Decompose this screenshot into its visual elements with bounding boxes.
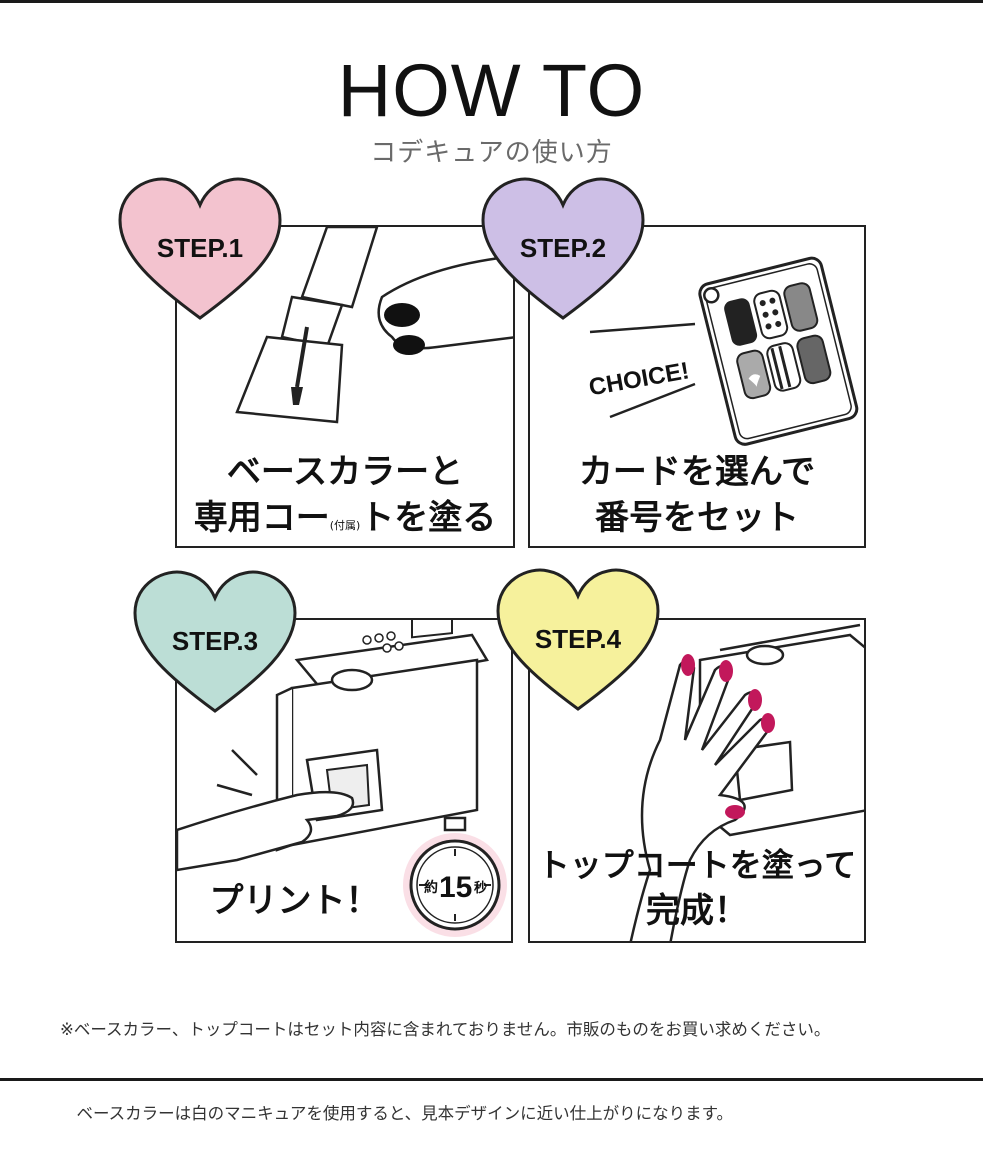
design-card bbox=[698, 256, 859, 446]
nail-4 bbox=[761, 713, 775, 733]
step4-caption: トップコートを塗って 完成！ bbox=[530, 842, 864, 934]
step1-caption-note: (付属) bbox=[329, 519, 361, 532]
step4-panel: トップコートを塗って 完成！ bbox=[528, 618, 866, 943]
step4-caption-line1: トップコートを塗って bbox=[537, 846, 857, 884]
nail-5 bbox=[725, 805, 745, 819]
step1-caption-line2a: 専用コー bbox=[193, 498, 330, 538]
step1-caption-line2b: トを塗る bbox=[360, 498, 497, 538]
step1-caption: ベースカラーと 専用コー(付属)トを塗る bbox=[177, 449, 513, 546]
footnote-line2: ベースカラーは白のマニキュアを使用すると、見本デザインに近い仕上がりになります。 bbox=[60, 1104, 734, 1123]
step1-badge-text: STEP.1 bbox=[157, 233, 243, 263]
step2-badge-text: STEP.2 bbox=[520, 233, 606, 263]
step2-panel: CHOICE! カードを選んで 番号をセット bbox=[528, 225, 866, 548]
step4-illustration bbox=[629, 623, 864, 941]
step4-badge-text: STEP.4 bbox=[535, 624, 622, 654]
step3-heart-badge: STEP.3 bbox=[133, 570, 297, 713]
footnote-line1: ※ベースカラー、トップコートはセット内容に含まれておりません。市販のものをお買い… bbox=[60, 1020, 831, 1039]
timer-value: 15 bbox=[439, 871, 472, 904]
step3-badge-text: STEP.3 bbox=[172, 626, 258, 656]
nail-1 bbox=[681, 654, 695, 676]
step4-heart-badge: STEP.4 bbox=[496, 568, 660, 711]
step1-panel: ベースカラーと 専用コー(付属)トを塗る bbox=[175, 225, 515, 548]
step1-illustration bbox=[235, 227, 513, 424]
nail-2 bbox=[719, 660, 733, 682]
step3-illustration: 約 15 秒 bbox=[177, 620, 507, 937]
step4-caption-line2: 完成！ bbox=[646, 891, 748, 931]
step3-caption: プリント！ bbox=[209, 881, 380, 921]
step2-caption-line1: カードを選んで bbox=[578, 452, 816, 492]
step3-panel: 約 15 秒 プリント！ bbox=[175, 618, 513, 943]
step1-heart-badge: STEP.1 bbox=[118, 177, 282, 320]
timer-unit: 秒 bbox=[474, 880, 487, 896]
choice-text: CHOICE! bbox=[587, 357, 691, 401]
nail-3 bbox=[748, 689, 762, 711]
bottom-border bbox=[0, 1078, 983, 1081]
timer-prefix: 約 bbox=[424, 879, 438, 896]
page-subtitle: コデキュアの使い方 bbox=[370, 138, 613, 168]
step1-caption-line2: 専用コー(付属)トを塗る bbox=[177, 495, 513, 546]
page-title: HOW TO bbox=[337, 49, 646, 132]
step2-illustration: CHOICE! bbox=[587, 256, 859, 446]
step2-heart-badge: STEP.2 bbox=[481, 177, 645, 320]
step1-caption-line1: ベースカラーと bbox=[226, 452, 464, 492]
step2-caption-line2: 番号をセット bbox=[595, 498, 799, 538]
footnote: ※ベースカラー、トップコートはセット内容に含まれておりません。市販のものをお買い… bbox=[60, 960, 970, 1156]
step2-caption: カードを選んで 番号をセット bbox=[530, 449, 864, 541]
timer-icon: 約 15 秒 bbox=[403, 816, 507, 937]
top-border bbox=[0, 0, 983, 3]
